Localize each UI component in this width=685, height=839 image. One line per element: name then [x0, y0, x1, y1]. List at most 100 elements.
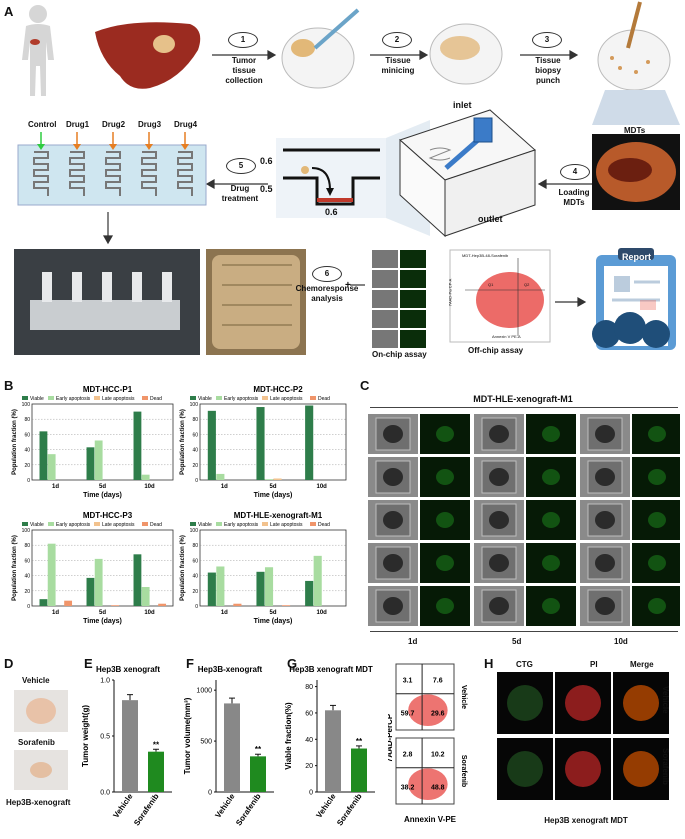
panel-c-image-grid [368, 414, 680, 626]
legend-swatch [310, 522, 316, 526]
stain-signal [623, 751, 659, 787]
y-tick: 60 [192, 558, 198, 564]
x-tick: 5d [269, 484, 276, 490]
flow-xlabel: Annexin V PE-A [492, 334, 521, 339]
stain-signal [507, 751, 543, 787]
panel-label-g: G [287, 656, 298, 671]
legend-swatch [22, 396, 28, 400]
step-3-badge: 3 [532, 32, 562, 48]
x-tick: 10d [316, 610, 327, 616]
legend-swatch [94, 396, 100, 400]
legend-swatch [22, 522, 28, 526]
legend-swatch [262, 522, 268, 526]
x-tick: 10d [144, 484, 155, 490]
vehicle-tumor-photo [14, 690, 68, 732]
bar [233, 603, 242, 606]
bar [264, 479, 274, 480]
y-tick: 100 [190, 528, 199, 534]
bar [148, 751, 164, 792]
flow-x-axis-label: Annexin V-PE [404, 815, 457, 824]
legend-label: Dead [318, 522, 330, 528]
y-tick: 0 [195, 478, 198, 484]
legend-label: Late apoptosis [102, 522, 135, 528]
step-4-label: Loading MDTs [558, 188, 590, 207]
y-tick: 0 [309, 790, 313, 797]
bar [250, 756, 266, 792]
channel-label-drug3: Drug3 [138, 120, 162, 129]
panel-c-day-10: 10d [614, 637, 628, 646]
x-tick: 10d [144, 610, 155, 616]
on-chip-label: On-chip assay [372, 350, 427, 359]
channel-label-drug2: Drug2 [102, 120, 126, 129]
significance: ** [153, 740, 160, 749]
legend-label: Late apoptosis [270, 396, 303, 402]
step-5-label: Drug treatment [221, 184, 259, 203]
bar [282, 605, 291, 606]
stain-signal [565, 685, 601, 721]
y-tick: 40 [192, 448, 198, 454]
well [587, 589, 623, 623]
legend-label: Dead [318, 396, 330, 402]
chart-title: Hep3B-xenograft [198, 665, 263, 674]
bar [133, 411, 142, 480]
inlet-label: inlet [453, 100, 472, 110]
quadrant-value: 3.1 [403, 677, 413, 684]
panel-label-h: H [484, 656, 494, 671]
x-axis-label: Time (days) [83, 492, 122, 499]
y-axis-label: Viable fraction(%) [284, 702, 293, 770]
step-6-badge: 6 [312, 266, 342, 282]
mdt-body [595, 468, 615, 486]
report-clipboard-icon [592, 248, 676, 350]
y-tick: 80 [24, 417, 30, 423]
bar [111, 605, 120, 606]
bar [273, 478, 282, 480]
legend-label: Late apoptosis [102, 396, 135, 402]
human-silhouette-icon [22, 5, 54, 96]
flow-y-axis-label: 7AAD-PerCP [388, 713, 394, 762]
bar [94, 558, 103, 606]
vehicle-label: Vehicle [22, 676, 50, 685]
bar [256, 571, 265, 606]
x-axis-label: Time (days) [83, 618, 122, 625]
fluorescence-signal [542, 598, 560, 614]
y-axis-label: Population fraction (%) [12, 409, 18, 475]
y-tick: 80 [305, 684, 313, 691]
x-axis-label: Time (days) [254, 618, 293, 625]
mdt-body [383, 554, 403, 572]
legend-label: Viable [198, 522, 212, 528]
y-tick: 20 [24, 589, 30, 595]
y-tick: 60 [24, 558, 30, 564]
fluorescence-signal [648, 469, 666, 485]
panel-label-d: D [4, 656, 14, 671]
flow-q2: Q2 [524, 282, 530, 287]
quadrant-value: 59.7 [401, 710, 415, 717]
bar [47, 454, 56, 480]
bar [305, 580, 314, 606]
chart-title: MDT-HCC-P3 [83, 511, 133, 520]
row-label: Vehicle [460, 685, 467, 709]
x-tick: Vehicle [111, 792, 135, 820]
on-chip-tiles [372, 250, 426, 348]
y-tick: 1.0 [100, 678, 110, 685]
x-tick: Vehicle [213, 792, 237, 820]
fluorescence-signal [436, 512, 454, 528]
mdt-body [595, 554, 615, 572]
legend-swatch [216, 522, 222, 526]
y-tick: 20 [192, 463, 198, 469]
bar [39, 431, 48, 480]
step-2-label: Tissue minicing [381, 56, 415, 75]
y-tick: 40 [24, 448, 30, 454]
y-tick: 60 [305, 710, 313, 717]
sorafenib-label: Sorafenib [18, 738, 55, 747]
y-tick: 0.0 [100, 790, 110, 797]
y-axis-label: Tumor volume(mm³) [183, 697, 192, 774]
fluorescence-signal [648, 555, 666, 571]
legend-label: Early apoptosis [224, 396, 259, 402]
x-axis-label: Time (days) [254, 492, 293, 499]
x-tick: 10d [316, 484, 327, 490]
fluorescence-signal [648, 426, 666, 442]
step-2-badge: 2 [382, 32, 412, 48]
